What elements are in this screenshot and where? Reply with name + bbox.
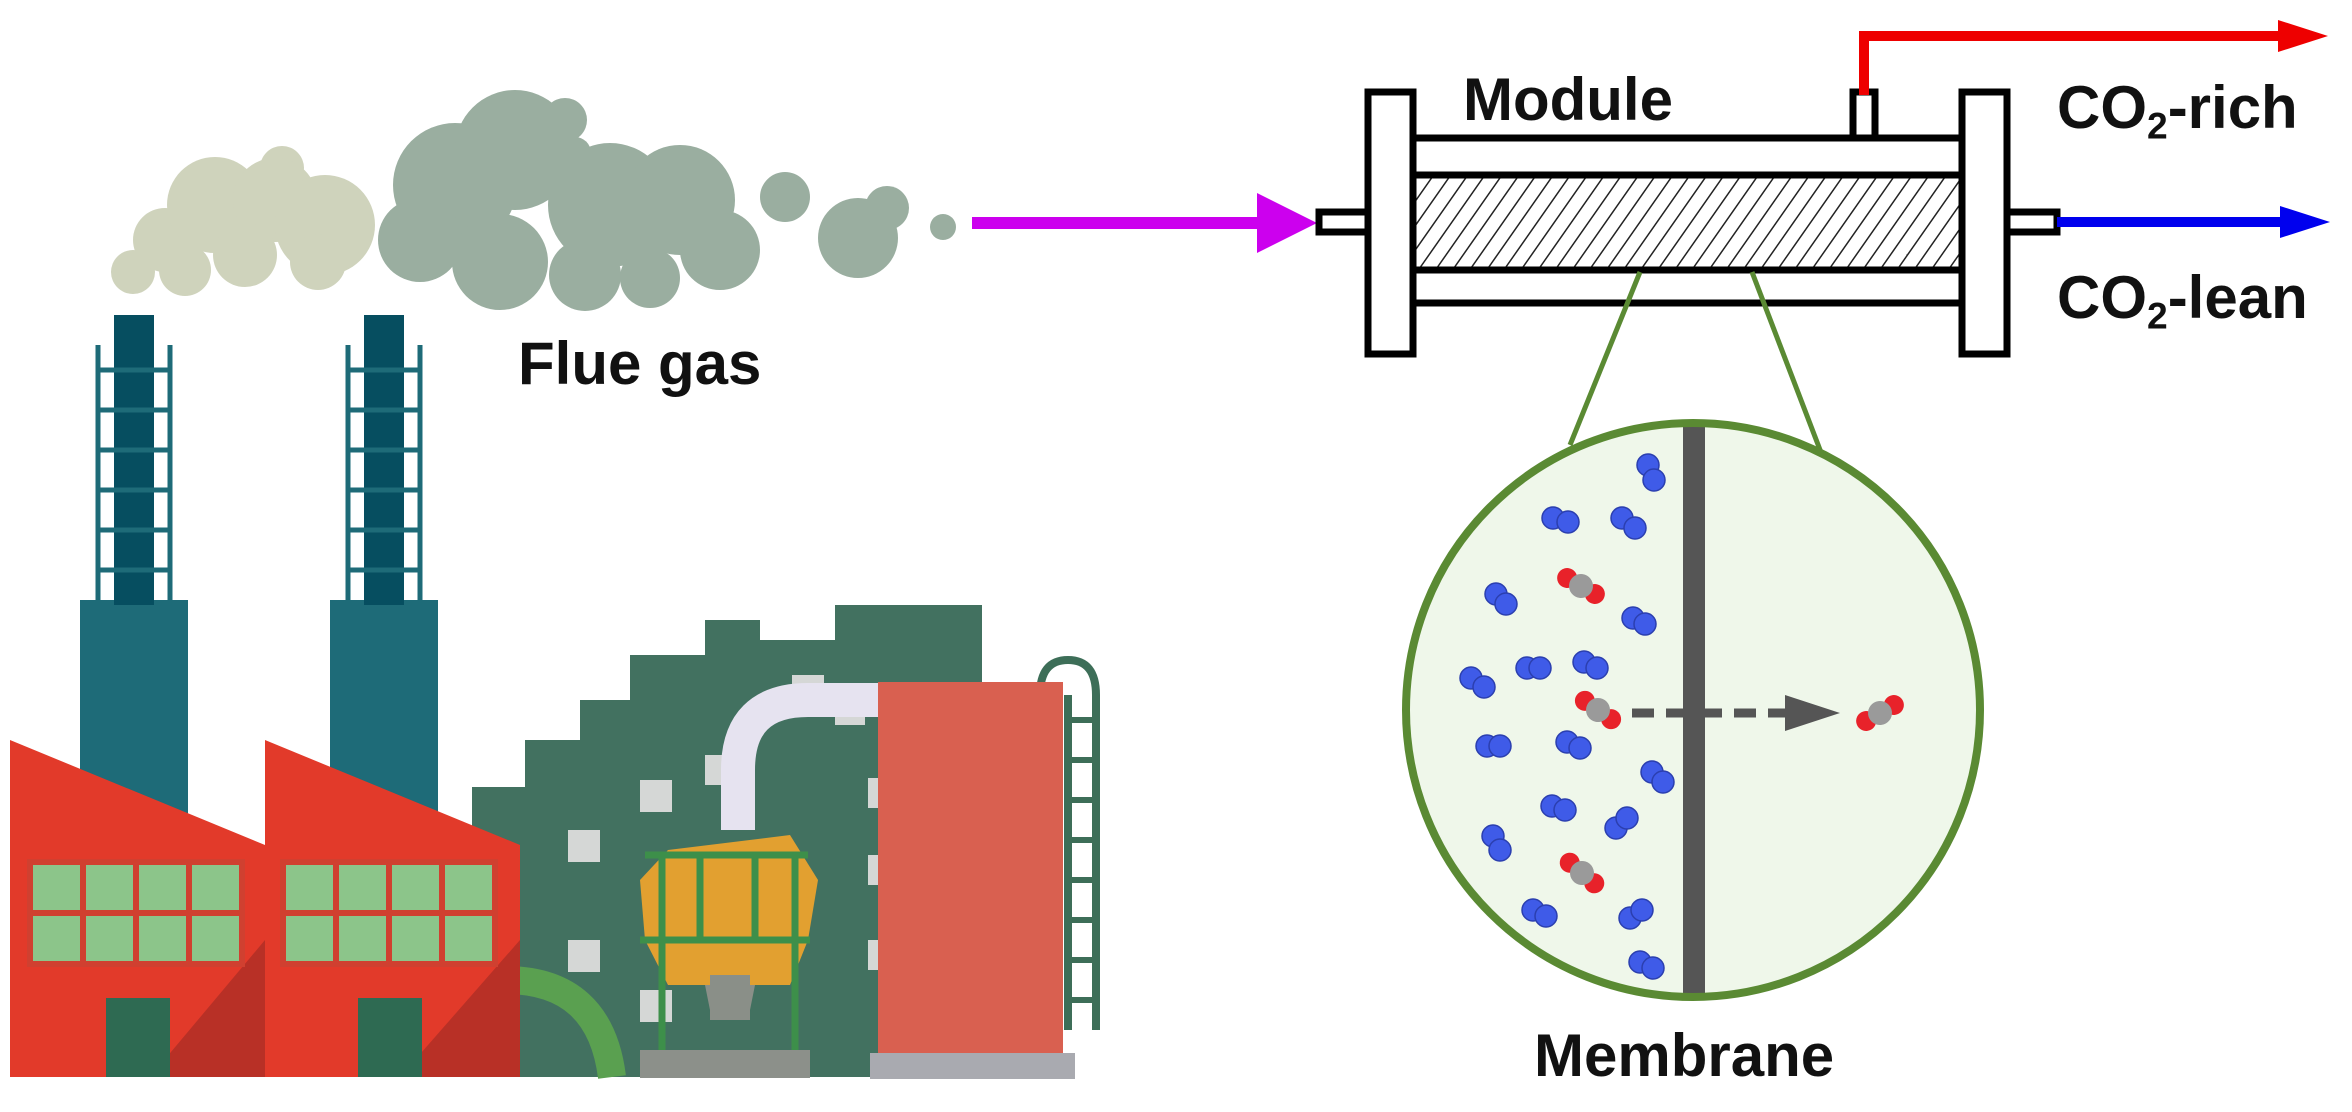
module-label: Module bbox=[1463, 66, 1673, 133]
flue-gas-label: Flue gas bbox=[518, 330, 762, 397]
factory-icon bbox=[10, 315, 1100, 1080]
co2-lean-outlet-arrow bbox=[2057, 206, 2330, 238]
co2-molecule-icon bbox=[1557, 568, 1904, 894]
chimney-left bbox=[80, 315, 188, 840]
membrane-label: Membrane bbox=[1534, 1022, 1835, 1089]
permeation-arrow bbox=[1632, 695, 1840, 731]
n2-molecule-icon bbox=[1459, 453, 1675, 980]
chimney-right bbox=[330, 315, 438, 840]
smoke-icon bbox=[111, 90, 956, 311]
co2-rich-label: CO2-rich bbox=[2057, 74, 2298, 147]
membrane-zoom-view bbox=[1402, 271, 1984, 1001]
membrane-module-icon bbox=[1315, 88, 2061, 358]
co2-rich-outlet-arrow bbox=[1859, 20, 2328, 95]
co2-lean-label: CO2-lean bbox=[2057, 264, 2308, 337]
